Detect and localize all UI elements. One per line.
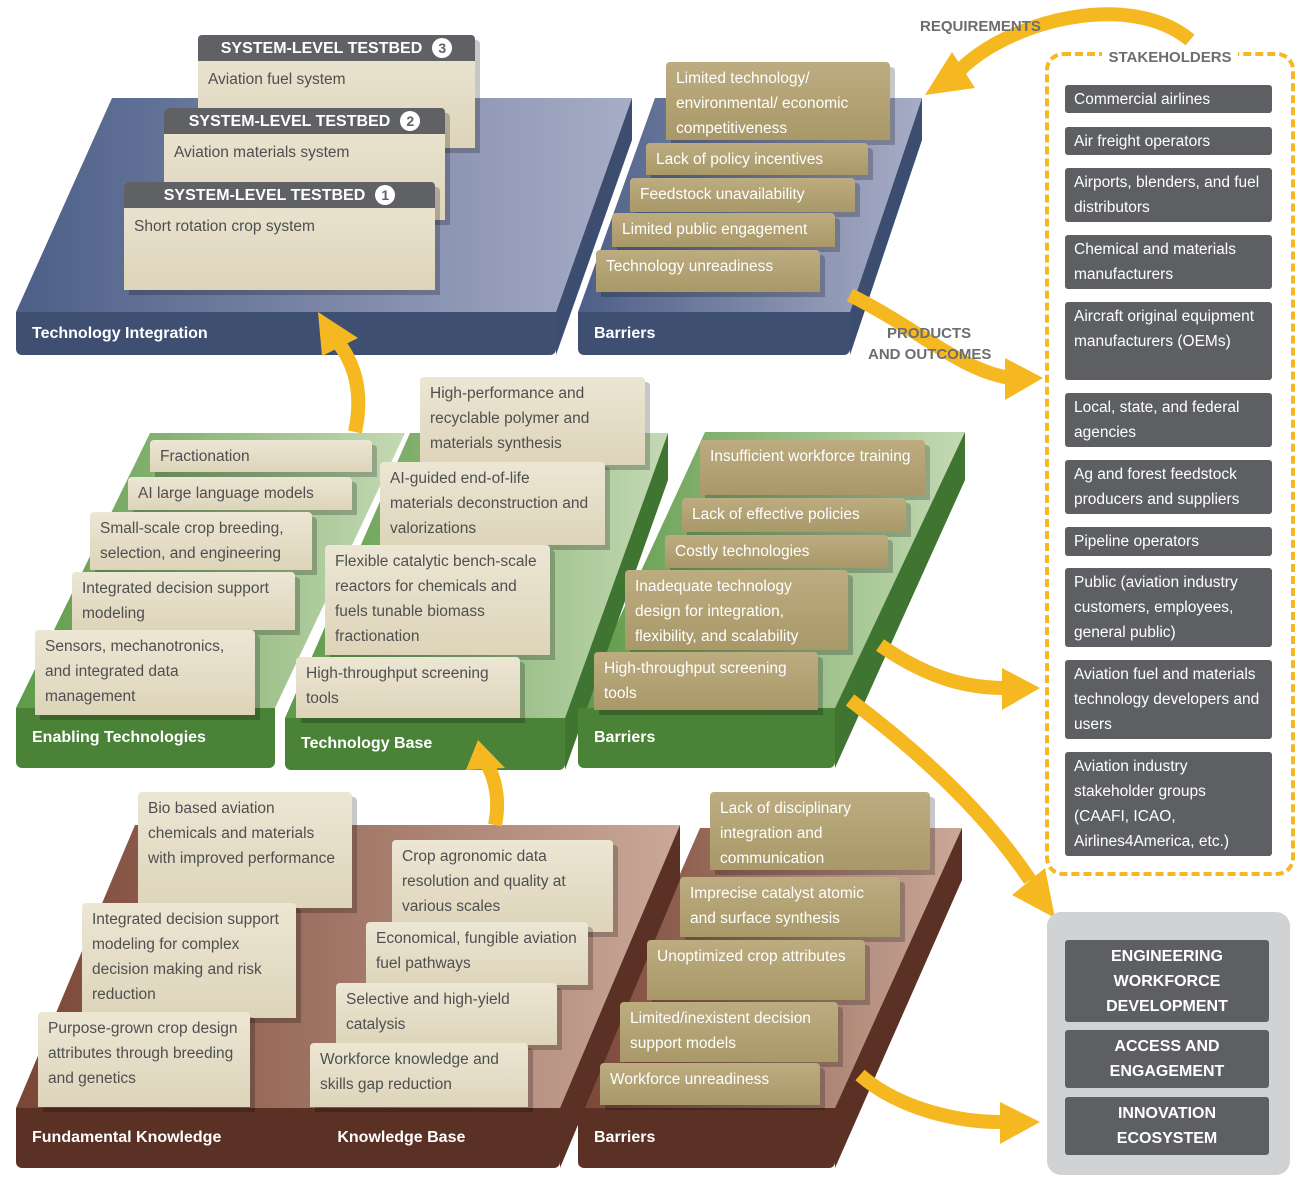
stakeholder-item: Air freight operators — [1065, 127, 1272, 155]
knowledge-base-card: Economical, fungible aviation fuel pathw… — [366, 922, 588, 985]
fundamental-side — [560, 825, 680, 1168]
testbed-header: SYSTEM-LEVEL TESTBED 2 — [164, 108, 445, 134]
fundamental-knowledge-card: Integrated decision support modeling for… — [82, 903, 296, 1018]
stakeholders-title: STAKEHOLDERS — [1102, 49, 1238, 66]
requirements-label: REQUIREMENTS — [920, 18, 1041, 35]
knowledge-base-card: Workforce knowledge and skills gap reduc… — [310, 1043, 528, 1107]
stakeholder-item: Aviation fuel and materials technology d… — [1065, 660, 1272, 739]
fundamental-barrier-card: Limited/inexistent decision support mode… — [620, 1002, 838, 1062]
technology-base-card: AI-guided end-of-life materials deconstr… — [380, 462, 605, 545]
enabling-barrier-card: High-throughput screening tools — [594, 652, 818, 710]
enabling-technologies-label: Enabling Technologies — [16, 708, 275, 768]
testbed-text: Aviation materials system — [174, 144, 350, 161]
knowledge-base-card: Selective and high-yield catalysis — [336, 983, 557, 1045]
testbed-title: SYSTEM-LEVEL TESTBED — [220, 39, 423, 57]
fundamental-knowledge-text: Fundamental Knowledge — [32, 1129, 222, 1146]
testbed-header: SYSTEM-LEVEL TESTBED 1 — [124, 182, 435, 208]
knowledge-base-card: Crop agronomic data resolution and quali… — [392, 840, 613, 932]
testbed-title: SYSTEM-LEVEL TESTBED — [188, 112, 391, 130]
testbed-number-badge: 2 — [400, 111, 421, 131]
technology-base-card: High-performance and recyclable polymer … — [420, 377, 645, 465]
enabling-technology-card: Integrated decision support modeling — [72, 572, 295, 630]
integration-barrier-card: Limited public engagement — [612, 213, 835, 247]
enabling-barriers-label: Barriers — [578, 708, 835, 768]
techbase-side — [565, 433, 668, 770]
technology-base-card: High-throughput screening tools — [296, 657, 520, 718]
enabling-barriers-side — [835, 432, 965, 768]
testbed-number-badge: 1 — [375, 185, 396, 205]
enabling-barrier-card: Insufficient workforce training — [700, 440, 925, 495]
outcomes-label: AND OUTCOMES — [868, 346, 992, 363]
integration-barrier-card: Limited technology/ environmental/ econo… — [666, 62, 890, 140]
ecosystem-item: ENGINEERING WORKFORCE DEVELOPMENT — [1065, 940, 1269, 1022]
ecosystem-item: ACCESS AND ENGAGEMENT — [1065, 1030, 1269, 1088]
testbed-text: Aviation fuel system — [208, 71, 346, 88]
products-label: PRODUCTS — [887, 325, 972, 342]
fundamental-barrier-card: Workforce unreadiness — [600, 1063, 820, 1105]
testbed-header: SYSTEM-LEVEL TESTBED 3 — [198, 35, 475, 61]
stakeholder-item: Pipeline operators — [1065, 527, 1272, 556]
enabling-technology-card: AI large language models — [128, 477, 352, 510]
fundamental-barrier-card: Imprecise catalyst atomic and surface sy… — [680, 877, 900, 937]
enabling-technology-card: Fractionation — [150, 440, 372, 472]
stakeholder-item: Aviation industry stakeholder groups (CA… — [1065, 752, 1272, 856]
stakeholder-item: Airports, blenders, and fuel distributor… — [1065, 168, 1272, 222]
fundamental-barrier-card: Lack of disciplinary integration and com… — [710, 792, 930, 870]
integration-barrier-card: Lack of policy incentives — [646, 143, 868, 175]
knowledge-base-text: Knowledge Base — [337, 1129, 466, 1146]
integration-barrier-card: Feedstock unavailability — [630, 178, 855, 212]
technology-integration-label: Technology Integration — [16, 312, 556, 355]
fundamental-barrier-card: Unoptimized crop attributes — [647, 940, 865, 1000]
fundamental-knowledge-card: Purpose-grown crop design attributes thr… — [38, 1012, 250, 1107]
integration-barrier-card: Technology unreadiness — [596, 250, 820, 292]
enabling-barrier-card: Costly technologies — [665, 535, 888, 568]
fundamental-knowledge-card: Bio based aviation chemicals and materia… — [138, 792, 352, 908]
technology-base-label: Technology Base — [285, 718, 565, 770]
testbed-number-badge: 3 — [432, 38, 453, 58]
stakeholder-item: Chemical and materials manufacturers — [1065, 235, 1272, 289]
testbed-title: SYSTEM-LEVEL TESTBED — [163, 186, 366, 204]
integration-side — [556, 98, 632, 355]
stakeholder-item: Ag and forest feedstock producers and su… — [1065, 460, 1272, 514]
ecosystem-item: INNOVATION ECOSYSTEM — [1065, 1097, 1269, 1155]
stakeholder-item: Commercial airlines — [1065, 85, 1272, 113]
stakeholder-item: Public (aviation industry customers, emp… — [1065, 568, 1272, 647]
fundamental-knowledge-label: Fundamental Knowledge Knowledge Base — [16, 1108, 560, 1168]
integration-barriers-label: Barriers — [578, 312, 850, 355]
testbed-text: Short rotation crop system — [134, 218, 315, 235]
fundamental-barriers-label: Barriers — [578, 1108, 835, 1168]
enabling-barrier-card: Lack of effective policies — [682, 498, 906, 532]
stakeholder-item: Aircraft original equipment manufacturer… — [1065, 302, 1272, 380]
enabling-barrier-card: Inadequate technology design for integra… — [625, 570, 848, 650]
technology-base-card: Flexible catalytic bench-scale reactors … — [325, 545, 550, 655]
enabling-technology-card: Sensors, mechanotronics, and integrated … — [35, 630, 255, 715]
stakeholder-item: Local, state, and federal agencies — [1065, 393, 1272, 447]
enabling-technology-card: Small-scale crop breeding, selection, an… — [90, 512, 312, 570]
